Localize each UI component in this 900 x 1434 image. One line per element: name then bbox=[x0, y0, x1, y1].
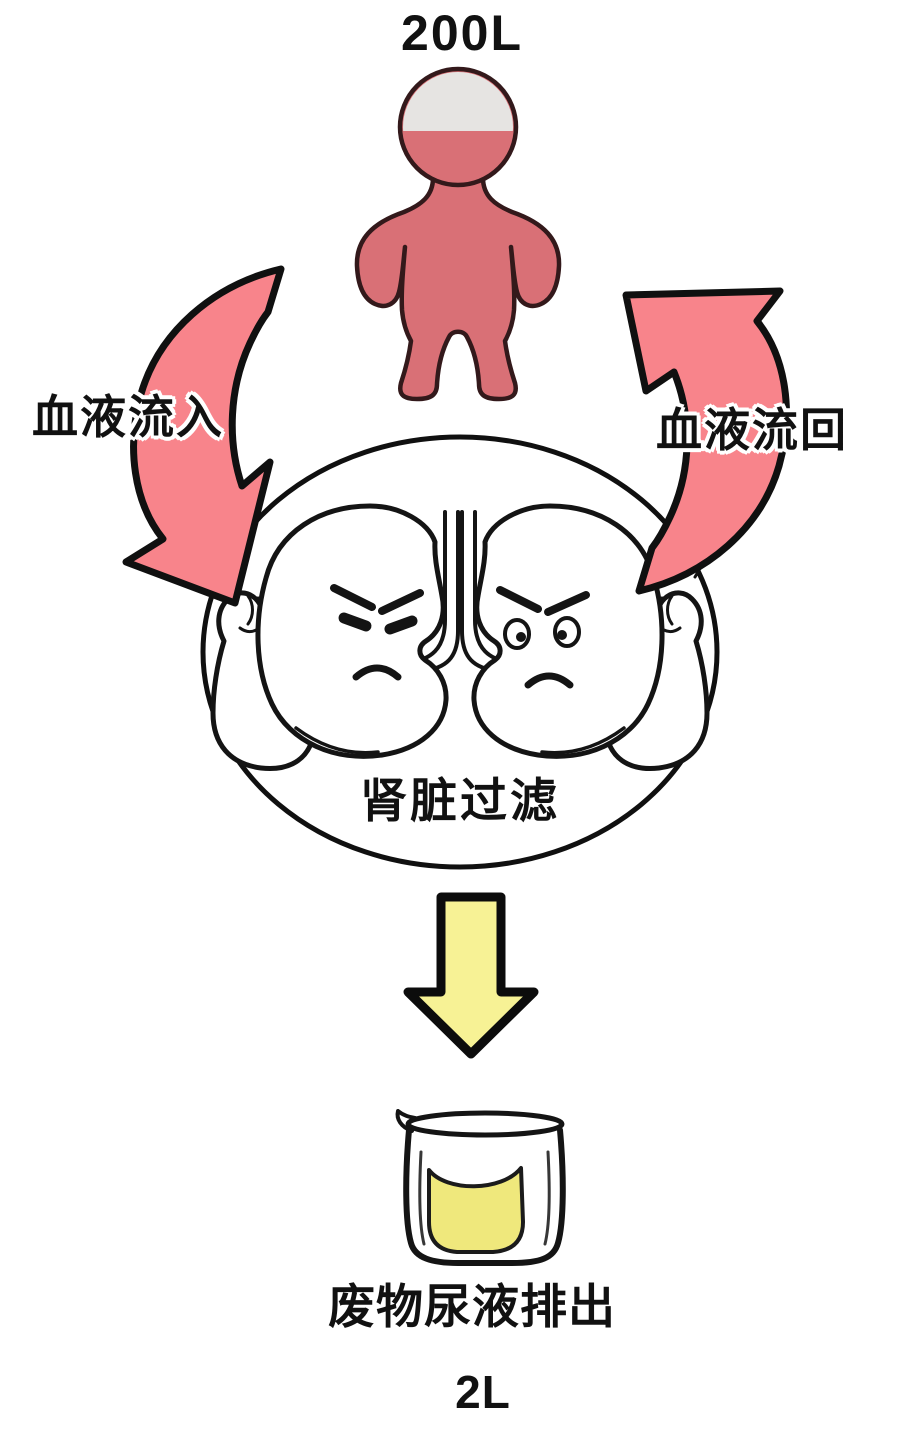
angry-eyebrow bbox=[330, 584, 376, 611]
blood-return-label: 血液流回 bbox=[656, 404, 848, 456]
blood-volume-label: 200L bbox=[401, 5, 523, 61]
head-empty-level bbox=[403, 72, 513, 131]
angry-eyebrow bbox=[544, 591, 590, 616]
angry-eyebrow bbox=[496, 586, 542, 613]
squint-eye bbox=[384, 615, 418, 635]
beaker-rim bbox=[405, 1110, 565, 1138]
left-kidney bbox=[210, 503, 449, 772]
right-kidney-face bbox=[496, 586, 590, 689]
urine-liquid bbox=[427, 1166, 525, 1254]
urine-volume-label: 2L bbox=[455, 1366, 511, 1418]
urine-down-arrow bbox=[403, 892, 539, 1059]
pupil bbox=[516, 632, 526, 642]
kidney-body bbox=[255, 503, 449, 759]
frown-mouth bbox=[352, 664, 402, 681]
pupil bbox=[557, 630, 567, 640]
human-body bbox=[354, 175, 562, 402]
frown-mouth bbox=[524, 672, 574, 689]
angry-eyebrow bbox=[378, 589, 424, 615]
squint-eye bbox=[338, 612, 372, 632]
blood-return-arrow bbox=[622, 287, 790, 595]
urine-excretion-label: 废物尿液排出 bbox=[328, 1280, 616, 1333]
blood-inflow-arrow bbox=[122, 265, 285, 607]
human-figure bbox=[354, 66, 562, 402]
kidney-filter-label: 肾脏过滤 bbox=[360, 774, 560, 827]
urine-beaker bbox=[395, 1109, 566, 1266]
left-kidney-face bbox=[330, 584, 424, 681]
beaker-spout bbox=[395, 1109, 417, 1133]
blood-inflow-label: 血液流入 bbox=[32, 391, 224, 443]
